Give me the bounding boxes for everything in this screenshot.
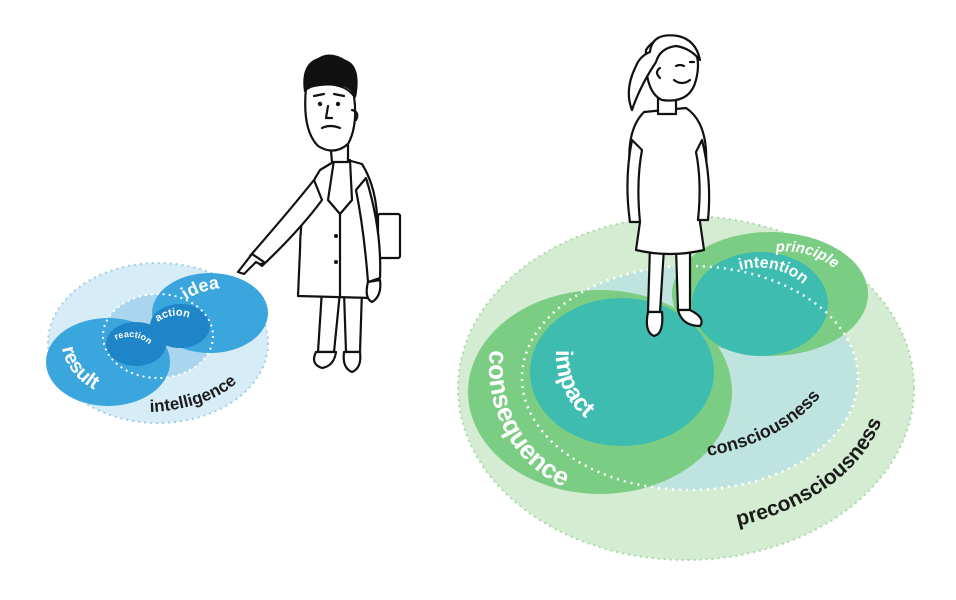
inner-ring-overlay xyxy=(102,293,214,379)
woman-figure xyxy=(626,34,711,338)
impact-core xyxy=(530,298,714,446)
man-figure xyxy=(236,54,402,374)
action-core xyxy=(150,304,210,348)
intention-core xyxy=(692,252,828,356)
left-diagram: idea action reaction result intelligence xyxy=(46,262,269,424)
right-diagram: principle intention impact consequence c… xyxy=(457,215,915,561)
reaction-core xyxy=(106,322,166,366)
